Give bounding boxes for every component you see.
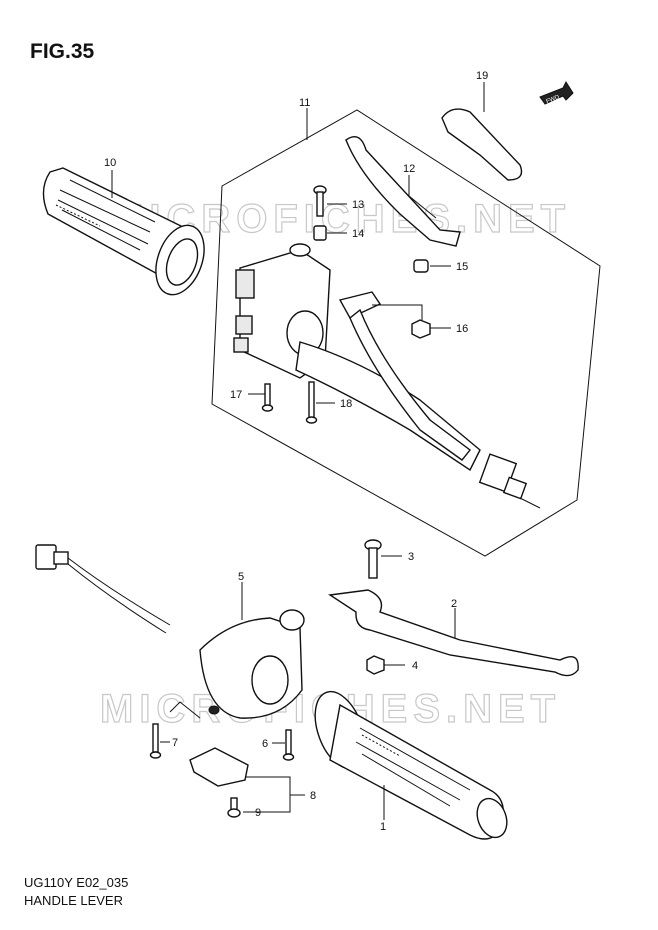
lever-cover-19	[441, 108, 523, 181]
switch-assembly-11	[233, 243, 541, 509]
fwd-arrow-icon: FWD	[539, 80, 574, 105]
label-part-16: 16	[456, 323, 468, 335]
screw-13	[313, 185, 327, 217]
label-part-2: 2	[451, 598, 457, 610]
switch-housing-5	[35, 544, 305, 719]
screw-6	[282, 729, 295, 761]
label-part-14: 14	[352, 228, 364, 240]
label-part-10: 10	[104, 157, 116, 169]
label-part-12: 12	[403, 163, 415, 175]
nut-4	[366, 655, 385, 675]
nut-16	[411, 319, 431, 339]
lever-12	[345, 136, 461, 247]
label-part-18: 18	[340, 398, 352, 410]
screw-9	[227, 797, 241, 818]
bracket-8	[189, 747, 249, 787]
label-part-17: 17	[230, 389, 242, 401]
bolt-3	[364, 539, 382, 579]
label-part-5: 5	[238, 571, 244, 583]
collar-14	[313, 225, 327, 241]
label-part-3: 3	[408, 551, 414, 563]
screw-17	[261, 383, 274, 412]
label-part-1: 1	[380, 821, 386, 833]
label-part-8: 8	[310, 790, 316, 802]
fwd-label: FWD	[546, 94, 562, 105]
label-part-9: 9	[255, 807, 261, 819]
leader-lines	[111, 82, 485, 820]
grip-right	[314, 690, 508, 840]
figure-title: FIG.35	[30, 40, 95, 63]
label-part-4: 4	[412, 660, 418, 672]
screw-18	[305, 381, 318, 424]
brake-lever-2	[328, 589, 579, 677]
figure-caption: HANDLE LEVER	[24, 893, 123, 908]
label-part-6: 6	[262, 738, 268, 750]
grip-left	[42, 167, 205, 296]
nut-15	[413, 259, 429, 273]
label-part-19: 19	[476, 70, 488, 82]
screw-7	[149, 723, 162, 759]
assembly-outline-11	[211, 109, 601, 557]
label-part-13: 13	[352, 199, 364, 211]
label-part-15: 15	[456, 261, 468, 273]
label-part-11: 11	[299, 97, 310, 109]
label-part-7: 7	[172, 737, 178, 749]
figure-code: UG110Y E02_035	[24, 875, 129, 890]
